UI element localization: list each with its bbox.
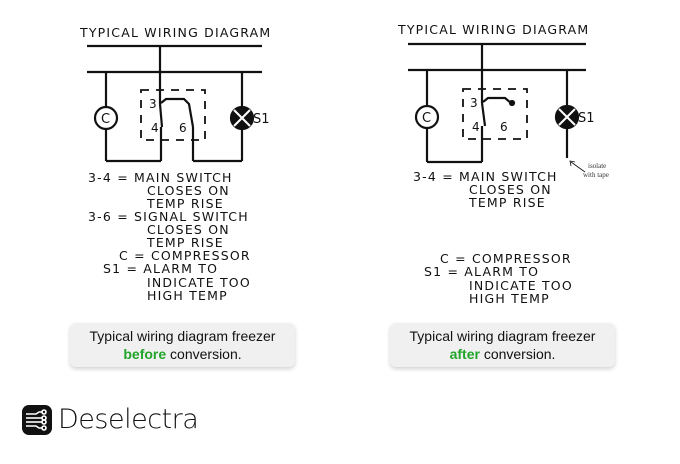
note-arrow bbox=[570, 161, 586, 173]
caption-highlight: after bbox=[449, 346, 480, 362]
legend-line: C = COMPRESSOR bbox=[119, 248, 251, 263]
caption-rest: conversion. bbox=[166, 346, 242, 362]
legend-line: HIGH TEMP bbox=[147, 288, 228, 303]
legend-line: S1 = ALARM TO bbox=[424, 264, 539, 279]
terminal-6: 6 bbox=[179, 121, 187, 135]
terminal-3: 3 bbox=[149, 97, 157, 111]
legend-line: CLOSES ON bbox=[469, 182, 552, 197]
legend-line: TEMP RISE bbox=[468, 195, 546, 210]
compressor-label: C bbox=[101, 112, 110, 127]
terminal-3: 3 bbox=[470, 96, 478, 110]
note-text: isolate bbox=[588, 162, 606, 170]
legend-line: INDICATE TOO bbox=[147, 275, 251, 290]
legend-line: 3-6 = SIGNAL SWITCH bbox=[88, 209, 249, 224]
legend-line: TEMP RISE bbox=[146, 235, 224, 250]
caption-before: Typical wiring diagram freezer before co… bbox=[70, 323, 295, 367]
legend-line: C = COMPRESSOR bbox=[440, 251, 572, 266]
legend-line: INDICATE TOO bbox=[469, 278, 573, 293]
legend-line: 3-4 = MAIN SWITCH bbox=[88, 170, 233, 185]
diagram-after: TYPICAL WIRING DIAGRAM C S1 3 4 6 bbox=[397, 22, 595, 173]
legend-line: TEMP RISE bbox=[146, 196, 224, 211]
s1-label: S1 bbox=[578, 111, 595, 126]
diagram-title: TYPICAL WIRING DIAGRAM bbox=[79, 25, 271, 40]
caption-after: Typical wiring diagram freezer after con… bbox=[390, 323, 615, 367]
legend-line: CLOSES ON bbox=[147, 183, 230, 198]
circuit-logo-icon bbox=[22, 404, 52, 435]
legend-after: 3-4 = MAIN SWITCH CLOSES ON TEMP RISE C … bbox=[413, 169, 573, 306]
diagram-before: TYPICAL WIRING DIAGRAM C S1 3 4 6 bbox=[79, 25, 271, 163]
caption-highlight: before bbox=[123, 346, 167, 362]
terminal-4: 4 bbox=[472, 120, 480, 134]
legend-line: CLOSES ON bbox=[147, 222, 230, 237]
terminal-6: 6 bbox=[500, 120, 508, 134]
compressor-label: C bbox=[422, 111, 431, 126]
legend-line: 3-4 = MAIN SWITCH bbox=[413, 169, 558, 184]
note-text: with tape bbox=[583, 171, 609, 179]
caption-line: Typical wiring diagram freezer bbox=[89, 328, 276, 344]
legend-line: HIGH TEMP bbox=[469, 291, 550, 306]
terminal-4: 4 bbox=[151, 121, 159, 135]
legend-line: S1 = ALARM TO bbox=[103, 261, 218, 276]
legend-before: 3-4 = MAIN SWITCH CLOSES ON TEMP RISE 3-… bbox=[88, 170, 251, 303]
diagram-title: TYPICAL WIRING DIAGRAM bbox=[397, 22, 589, 37]
brand-name: Deselectra bbox=[58, 404, 199, 435]
s1-label: S1 bbox=[253, 112, 270, 127]
caption-rest: conversion. bbox=[479, 346, 556, 362]
caption-line: Typical wiring diagram freezer bbox=[409, 328, 596, 344]
brand-logo: Deselectra bbox=[22, 404, 199, 435]
